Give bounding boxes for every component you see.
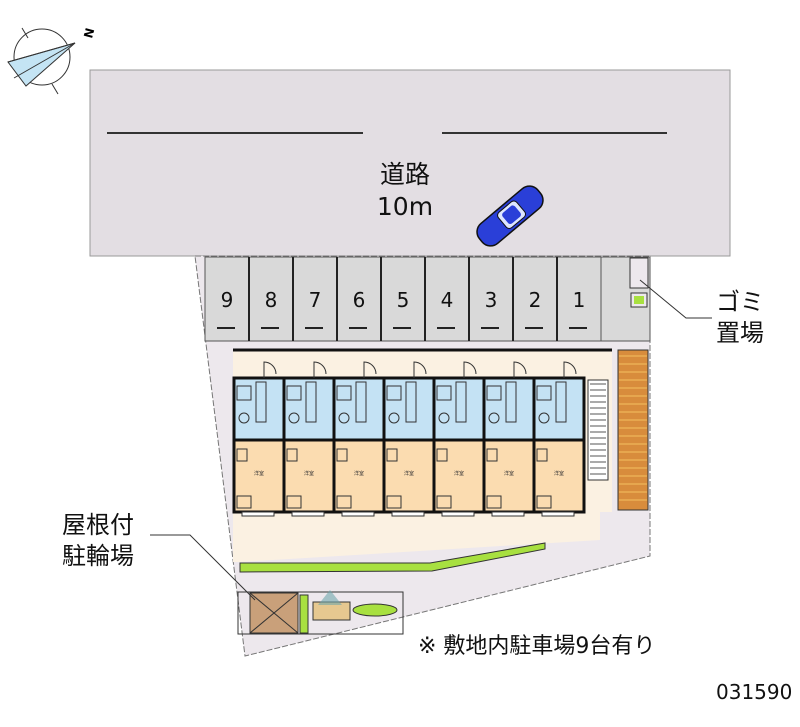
apartment-unit (282, 361, 336, 517)
bicycle-label-line2: 駐輪場 (62, 542, 134, 570)
parking-space-number: 8 (264, 288, 278, 312)
bicycle-shelter-outline (237, 591, 404, 635)
parking-space-number: 7 (308, 288, 322, 312)
parking-space-number: 1 (572, 288, 586, 312)
property-code: 031590 (716, 680, 793, 704)
garbage-label: ゴミ 置場 (716, 287, 764, 349)
road (89, 69, 731, 257)
apartment-unit (432, 361, 486, 517)
garbage-label-line2: 置場 (716, 319, 764, 347)
parking-note: ※ 敷地内駐車場9台有り (418, 634, 656, 659)
room-label: 洋室 (503, 471, 514, 477)
bicycle-parking-label: 屋根付 駐輪場 (62, 510, 134, 572)
room-label: 洋室 (403, 471, 414, 477)
hedge (239, 542, 546, 573)
parking-space-number: 9 (220, 288, 234, 312)
room-label: 洋室 (353, 471, 364, 477)
planter (299, 594, 309, 634)
planter-green (634, 296, 644, 304)
stairs (587, 379, 609, 481)
parking-space-number: 3 (484, 288, 498, 312)
parking-space-number: 4 (440, 288, 454, 312)
room-label: 洋室 (453, 471, 464, 477)
garbage-leader-line (639, 279, 712, 319)
room-label: 洋室 (553, 471, 564, 477)
apartment-unit (482, 361, 536, 517)
garbage-label-line1: ゴミ (716, 288, 764, 316)
bicycle-label-line1: 屋根付 (62, 511, 134, 539)
bicycle-leader-line (150, 534, 256, 601)
compass-north-label: N (81, 26, 97, 39)
apartment-unit (332, 361, 386, 517)
room-label: 洋室 (253, 471, 264, 477)
brick-wall (617, 349, 649, 511)
building (232, 361, 586, 517)
road-label: 道路 (379, 160, 430, 189)
road-width: 10m (376, 192, 434, 221)
parking-space-number: 6 (352, 288, 366, 312)
car-icon (476, 185, 544, 247)
apartment-unit (532, 361, 586, 517)
compass-icon (7, 27, 76, 95)
parking-space-number: 5 (396, 288, 410, 312)
room-label: 洋室 (303, 471, 314, 477)
apartment-unit (232, 361, 286, 517)
garbage-area (629, 257, 649, 289)
parking-space-number: 2 (528, 288, 542, 312)
planter (352, 603, 398, 617)
apartment-unit (382, 361, 436, 517)
